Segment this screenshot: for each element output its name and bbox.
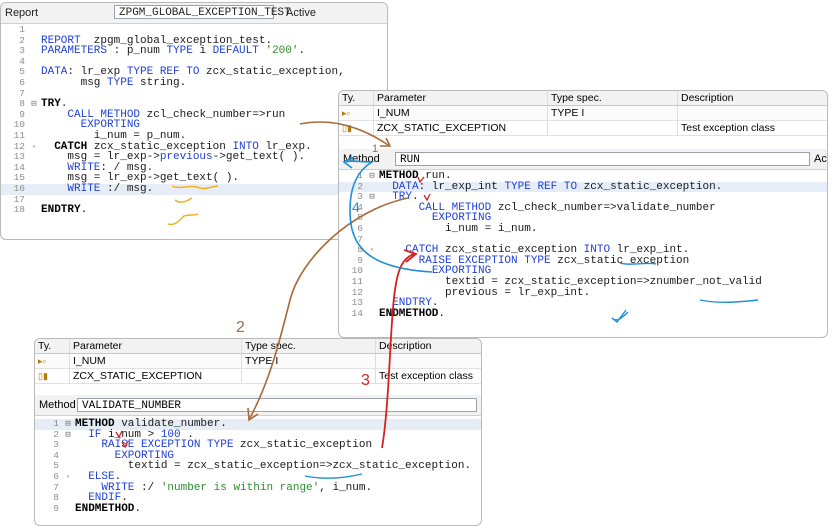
validate-column-header[interactable]: Type spec.: [241, 339, 375, 353]
run-fold-icon[interactable]: ◦: [367, 245, 377, 256]
report-name-field[interactable]: ZPGM_GLOBAL_EXCEPTION_TEST: [114, 5, 274, 19]
report-code-line[interactable]: 16 WRITE :/ msg.: [1, 184, 387, 195]
validate-param-row[interactable]: ▸▫I_NUMTYPE I: [35, 354, 481, 369]
validate-param-cell: Test exception class: [375, 369, 481, 383]
report-line-number: 1: [1, 25, 25, 36]
run-column-header[interactable]: Parameter: [373, 91, 547, 105]
run-code-line[interactable]: 14 ENDMETHOD.: [339, 309, 827, 320]
run-line-text: DATA: lr_exp_int TYPE REF TO zcx_static_…: [379, 182, 722, 193]
validate-line-text: ENDMETHOD.: [75, 504, 141, 515]
run-line-text: ENDMETHOD.: [379, 309, 445, 320]
run-fold-icon[interactable]: ⊟: [367, 192, 377, 203]
run-param-cell: ZCX_STATIC_EXCEPTION: [373, 121, 547, 135]
validate-code-line[interactable]: 9 ENDMETHOD.: [35, 504, 481, 515]
report-code-line[interactable]: 3PARAMETERS : p_num TYPE i DEFAULT '200'…: [1, 46, 387, 57]
validate-param-row[interactable]: ▯▮ZCX_STATIC_EXCEPTION Test exception cla…: [35, 369, 481, 384]
report-header: Report ZPGM_GLOBAL_EXCEPTION_TEST Active: [1, 3, 387, 24]
run-method-panel: Ty.ParameterType spec.Description▸▫I_NUM…: [338, 90, 828, 338]
run-line-number: 11: [339, 277, 363, 288]
validate-param-cell: I_NUM: [69, 354, 241, 368]
run-code-area[interactable]: 1⊟METHOD run.2 DATA: lr_exp_int TYPE REF…: [339, 171, 827, 319]
validate-method-name-field[interactable]: VALIDATE_NUMBER: [77, 398, 477, 412]
validate-param-cell: [375, 354, 481, 368]
run-method-cut-text: Ac: [814, 153, 827, 165]
run-line-number: 14: [339, 309, 363, 320]
run-param-cell: I_NUM: [373, 106, 547, 120]
report-line-number: 18: [1, 205, 25, 216]
validate-line-text: textid = zcx_static_exception=>zcx_stati…: [75, 461, 471, 472]
validate-fold-icon[interactable]: ◦: [63, 472, 73, 483]
run-method-label: Method: [343, 153, 380, 165]
run-line-number: 6: [339, 224, 363, 235]
report-line-number: 6: [1, 78, 25, 89]
report-line-number: 16: [1, 184, 25, 195]
validate-line-number: 1: [35, 419, 59, 430]
validate-fold-icon[interactable]: ⊟: [63, 430, 73, 441]
run-column-header[interactable]: Type spec.: [547, 91, 677, 105]
validate-column-header[interactable]: Ty.: [35, 339, 69, 353]
report-label: Report: [5, 7, 38, 19]
run-param-type-icon: ▯▮: [339, 121, 373, 135]
report-fold-icon[interactable]: ⊟: [29, 99, 39, 110]
report-line-text: PARAMETERS : p_num TYPE i DEFAULT '200'.: [41, 46, 305, 57]
run-param-cell: TYPE I: [547, 106, 677, 120]
report-status: Active: [286, 7, 316, 19]
validate-param-type-icon: ▸▫: [35, 354, 69, 368]
run-line-number: 1: [339, 171, 363, 182]
validate-line-number: 6: [35, 472, 59, 483]
validate-column-header[interactable]: Parameter: [69, 339, 241, 353]
validate-param-header: Ty.ParameterType spec.Description: [35, 339, 481, 354]
run-param-cell: Test exception class: [677, 121, 827, 135]
report-fold-icon[interactable]: ◦: [29, 142, 39, 153]
report-code-area[interactable]: 12REPORT zpgm_global_exception_test.3PAR…: [1, 25, 387, 216]
run-line-text: i_num = i_num.: [379, 224, 537, 235]
validate-method-panel: Ty.ParameterType spec.Description▸▫I_NUM…: [34, 338, 482, 526]
validate-code-area[interactable]: 1⊟METHOD validate_number.2⊟ IF i_num > 1…: [35, 419, 481, 514]
validate-fold-icon[interactable]: ⊟: [63, 419, 73, 430]
run-param-row[interactable]: ▸▫I_NUMTYPE I: [339, 106, 827, 121]
run-column-header[interactable]: Ty.: [339, 91, 373, 105]
run-param-header: Ty.ParameterType spec.Description: [339, 91, 827, 106]
report-editor-panel: Report ZPGM_GLOBAL_EXCEPTION_TEST Active…: [0, 2, 388, 240]
run-param-cell: [547, 121, 677, 135]
validate-param-table: Ty.ParameterType spec.Description▸▫I_NUM…: [35, 339, 481, 384]
run-column-header[interactable]: Description: [677, 91, 827, 105]
report-line-text: WRITE :/ msg.: [41, 184, 153, 195]
report-code-line[interactable]: 6 msg TYPE string.: [1, 78, 387, 89]
run-code-line[interactable]: 11 textid = zcx_static_exception=>znumbe…: [339, 277, 827, 288]
validate-method-bar: Method VALIDATE_NUMBER: [35, 395, 481, 416]
validate-param-cell: ZCX_STATIC_EXCEPTION: [69, 369, 241, 383]
validate-param-cell: [241, 369, 375, 383]
run-line-text: textid = zcx_static_exception=>znumber_n…: [379, 277, 762, 288]
run-param-row[interactable]: ▯▮ZCX_STATIC_EXCEPTION Test exception cla…: [339, 121, 827, 136]
report-line-text: ENDTRY.: [41, 205, 87, 216]
run-code-line[interactable]: 6 i_num = i_num.: [339, 224, 827, 235]
annotation-label-2: 2: [236, 319, 245, 336]
validate-column-header[interactable]: Description: [375, 339, 481, 353]
run-fold-icon[interactable]: ⊟: [367, 171, 377, 182]
run-param-table: Ty.ParameterType spec.Description▸▫I_NUM…: [339, 91, 827, 136]
validate-method-label: Method: [39, 399, 76, 411]
run-method-bar: Method RUN Ac: [339, 149, 827, 170]
validate-param-type-icon: ▯▮: [35, 369, 69, 383]
report-line-text: msg TYPE string.: [41, 78, 186, 89]
validate-line-number: 9: [35, 504, 59, 515]
report-line-number: 11: [1, 131, 25, 142]
run-param-type-icon: ▸▫: [339, 106, 373, 120]
run-param-cell: [677, 106, 827, 120]
validate-param-cell: TYPE I: [241, 354, 375, 368]
report-code-line[interactable]: 18 ENDTRY.: [1, 205, 387, 216]
run-method-name-field[interactable]: RUN: [395, 152, 810, 166]
validate-code-line[interactable]: 1⊟METHOD validate_number.: [35, 419, 481, 430]
